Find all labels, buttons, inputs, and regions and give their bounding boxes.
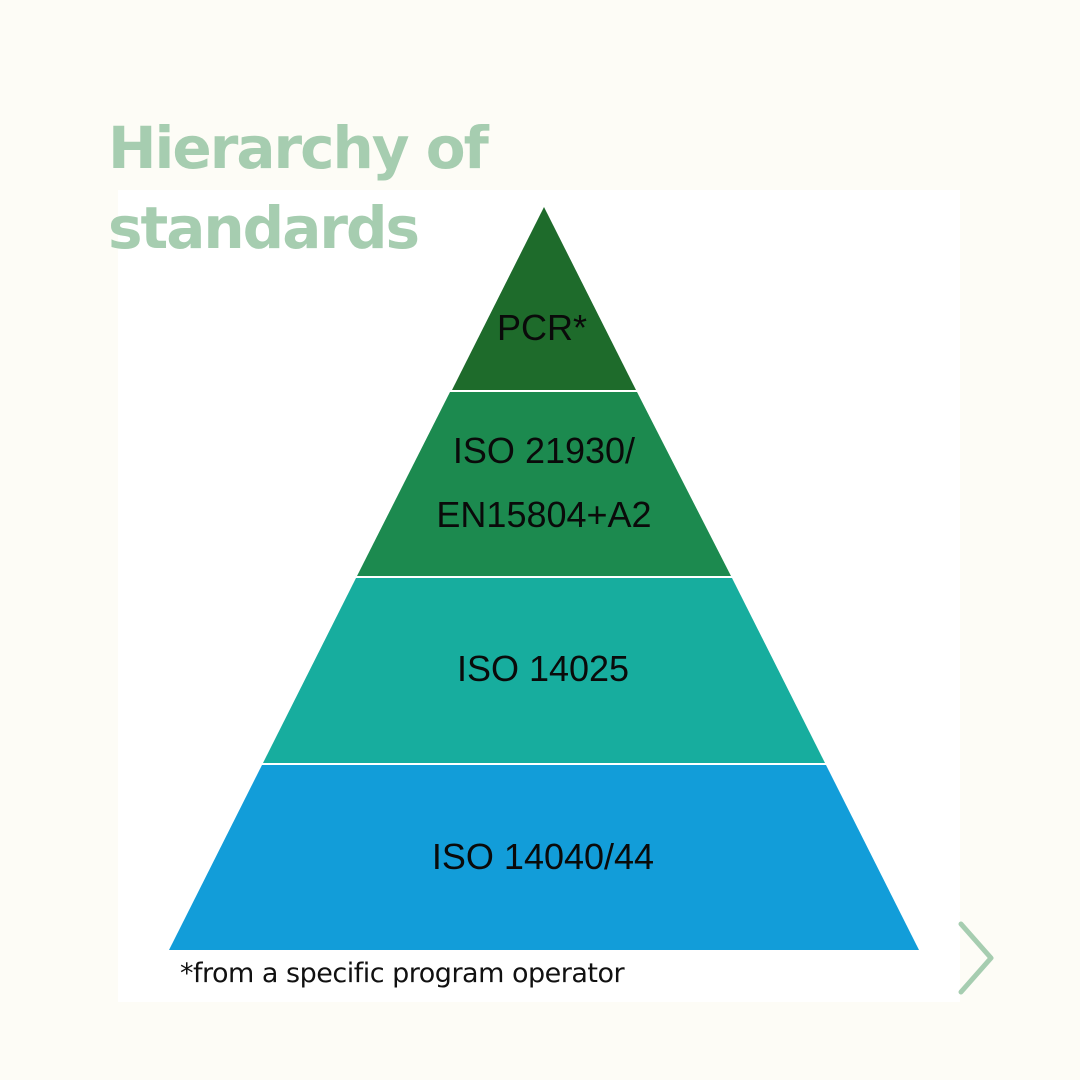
pyramid-tier-iso-14040: [169, 765, 919, 950]
title-line-1: Hierarchy of: [108, 114, 489, 182]
tier-label-iso-21930-line-2: EN15804+A2: [436, 494, 651, 535]
tier-label-iso-14025: ISO 14025: [457, 648, 629, 689]
pyramid-tier-iso-21930: [357, 392, 731, 576]
title-line-2: standards: [108, 194, 420, 262]
chevron-right-icon[interactable]: [955, 918, 1003, 998]
page-title: Hierarchy of standards: [108, 108, 528, 268]
footnote: *from a specific program operator: [180, 958, 625, 989]
tier-label-pcr: PCR*: [497, 307, 587, 348]
tier-label-iso-21930-line-1: ISO 21930/: [453, 430, 635, 471]
pyramid-tier-pcr: [452, 207, 636, 390]
tier-label-iso-14040: ISO 14040/44: [432, 836, 654, 877]
pyramid-tier-iso-14025: [263, 578, 825, 763]
